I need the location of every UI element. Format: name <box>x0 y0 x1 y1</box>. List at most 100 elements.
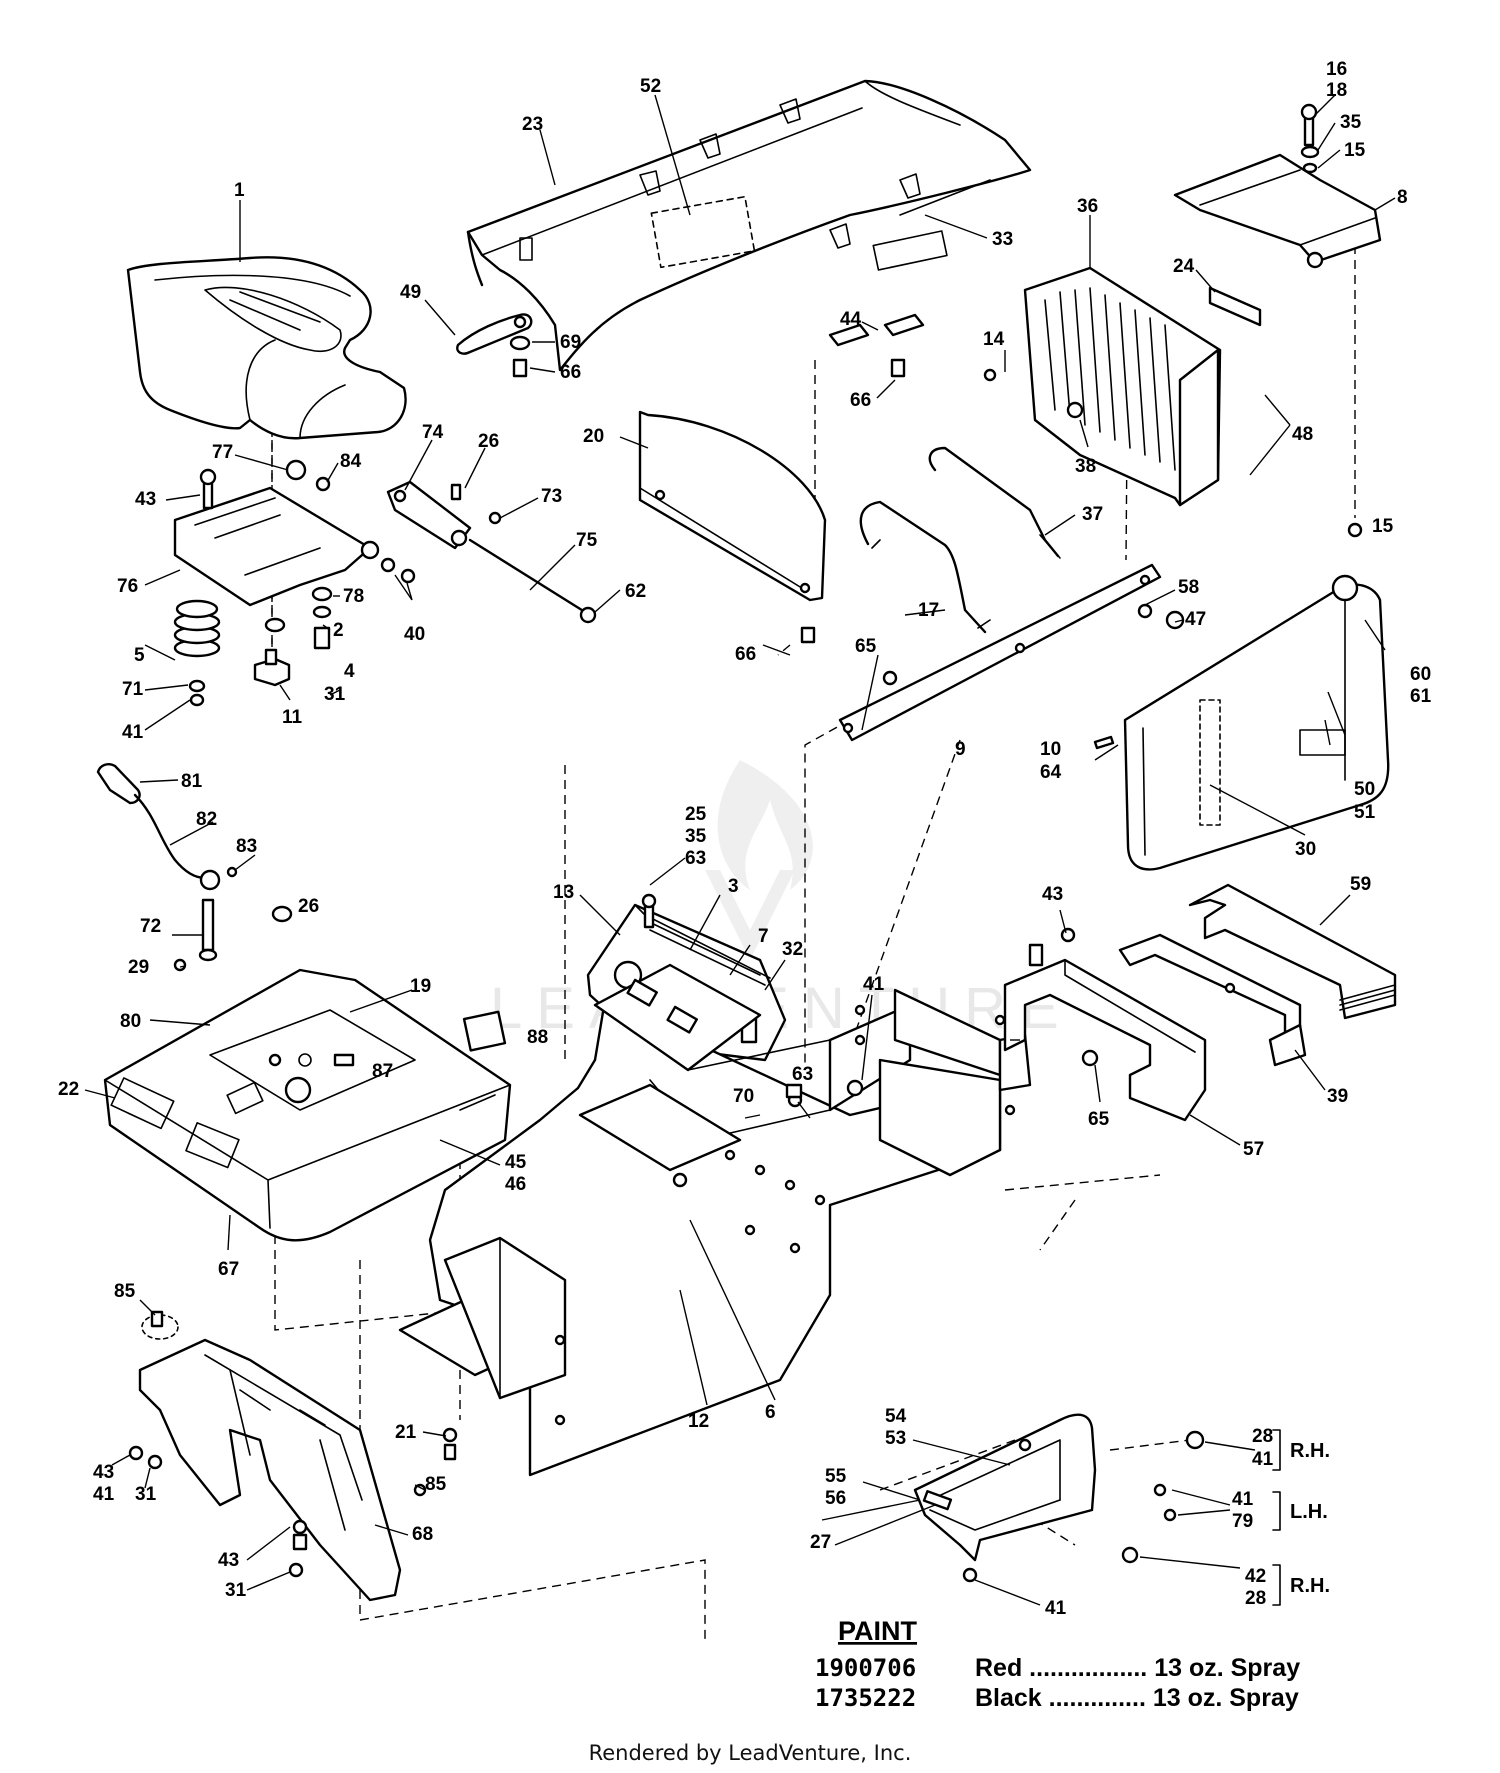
callout-40: 40 <box>404 624 425 645</box>
callout-63: 63 <box>792 1064 813 1085</box>
rear-fender <box>1093 522 1390 871</box>
shift-lever <box>96 763 238 972</box>
dash-panel-20 <box>638 410 827 644</box>
callout-35: 35 <box>685 826 707 847</box>
rear-bracket-39 <box>1118 933 1307 1067</box>
callout-88: 88 <box>527 1027 548 1048</box>
callout-57: 57 <box>1243 1139 1264 1160</box>
callout-31: 31 <box>135 1484 157 1505</box>
callout-16: 16 <box>1326 59 1347 80</box>
rh-note-lower: R.H. <box>1290 1575 1330 1597</box>
leadventure-watermark: LEADVENTURE <box>490 760 1059 1041</box>
callout-38: 38 <box>1075 456 1096 477</box>
callout-70: 70 <box>733 1086 754 1107</box>
callout-21: 21 <box>395 1422 417 1443</box>
callout-41: 41 <box>863 974 885 995</box>
callout-66: 66 <box>735 644 756 665</box>
lh-note: L.H. <box>1290 1501 1328 1523</box>
callout-55: 55 <box>825 1466 847 1487</box>
footrest <box>913 1413 1205 1583</box>
callout-27: 27 <box>810 1532 831 1553</box>
paint-title: PAINT <box>838 1616 918 1646</box>
callout-43: 43 <box>1042 884 1063 905</box>
callout-14: 14 <box>983 329 1005 350</box>
callout-66: 66 <box>560 362 581 383</box>
callout-61: 61 <box>1410 686 1432 707</box>
callout-4: 4 <box>344 661 355 682</box>
callout-56: 56 <box>825 1488 846 1509</box>
callout-85: 85 <box>425 1474 447 1495</box>
callout-26: 26 <box>298 896 319 917</box>
callout-11: 11 <box>282 707 303 728</box>
callout-26: 26 <box>478 431 499 452</box>
callout-67: 67 <box>218 1259 239 1280</box>
callout-43: 43 <box>135 489 156 510</box>
callout-58: 58 <box>1178 577 1199 598</box>
callout-87: 87 <box>372 1061 393 1082</box>
side-notes: R.H. L.H. R.H. <box>1290 1440 1330 1597</box>
callout-69: 69 <box>560 332 581 353</box>
callout-2: 2 <box>333 620 344 641</box>
paint-code-red: 1900706 <box>815 1654 916 1682</box>
callout-5: 5 <box>134 645 145 666</box>
callout-83: 83 <box>236 836 257 857</box>
callout-labels: 1 23 52 33 49 69 66 44 66 36 16 18 35 15… <box>58 59 1432 1619</box>
seat <box>126 256 407 440</box>
callout-37: 37 <box>1082 504 1103 525</box>
callout-71: 71 <box>122 679 144 700</box>
callout-49: 49 <box>400 282 421 303</box>
callout-1: 1 <box>234 180 245 201</box>
callout-80: 80 <box>120 1011 141 1032</box>
note-brackets <box>1272 1429 1281 1606</box>
callout-46: 46 <box>505 1174 526 1195</box>
callout-31: 31 <box>324 684 346 705</box>
callout-41: 41 <box>1232 1489 1254 1510</box>
front-axle-support <box>128 1310 427 1602</box>
callout-47: 47 <box>1185 609 1206 630</box>
dash-tower <box>103 905 512 1242</box>
callout-19: 19 <box>410 976 431 997</box>
callout-9: 9 <box>955 739 966 760</box>
callout-41: 41 <box>93 1484 115 1505</box>
callout-54: 54 <box>885 1406 907 1427</box>
callout-23: 23 <box>522 114 543 135</box>
callout-65: 65 <box>1088 1109 1110 1130</box>
callout-13: 13 <box>553 882 574 903</box>
callout-43: 43 <box>93 1462 114 1483</box>
callout-18: 18 <box>1326 80 1347 101</box>
callout-53: 53 <box>885 1428 906 1449</box>
callout-68: 68 <box>412 1524 433 1545</box>
paint-desc-black: Black .............. 13 oz. Spray <box>975 1684 1299 1712</box>
rear-top-bracket <box>1173 103 1382 269</box>
rendered-by-credit: Rendered by LeadVenture, Inc. <box>588 1741 912 1765</box>
callout-30: 30 <box>1295 839 1316 860</box>
callout-76: 76 <box>117 576 138 597</box>
callout-12: 12 <box>688 1411 709 1432</box>
callout-3: 3 <box>728 876 739 897</box>
leader-lines <box>84 94 1396 1606</box>
callout-36: 36 <box>1077 196 1098 217</box>
callout-44: 44 <box>840 309 862 330</box>
clip-24 <box>1208 286 1262 327</box>
callout-8: 8 <box>1397 187 1408 208</box>
callout-82: 82 <box>196 809 217 830</box>
paint-table: PAINT 1900706 Red ................. 13 o… <box>815 1616 1300 1712</box>
callout-17: 17 <box>918 600 939 621</box>
rh-note-upper: R.H. <box>1290 1440 1330 1462</box>
cross-bar-9 <box>838 563 1185 742</box>
callout-75: 75 <box>576 530 598 551</box>
hood <box>466 79 1032 372</box>
callout-78: 78 <box>343 586 364 607</box>
callout-85: 85 <box>114 1281 136 1302</box>
callout-72: 72 <box>140 916 161 937</box>
callout-45: 45 <box>505 1152 527 1173</box>
callout-43: 43 <box>218 1550 239 1571</box>
callout-41: 41 <box>122 722 144 743</box>
callout-20: 20 <box>583 426 604 447</box>
rear-grille-panel <box>983 266 1222 507</box>
main-frame <box>398 963 1032 1477</box>
callout-22: 22 <box>58 1079 79 1100</box>
callout-41: 41 <box>1252 1449 1274 1470</box>
callout-15: 15 <box>1372 516 1394 537</box>
